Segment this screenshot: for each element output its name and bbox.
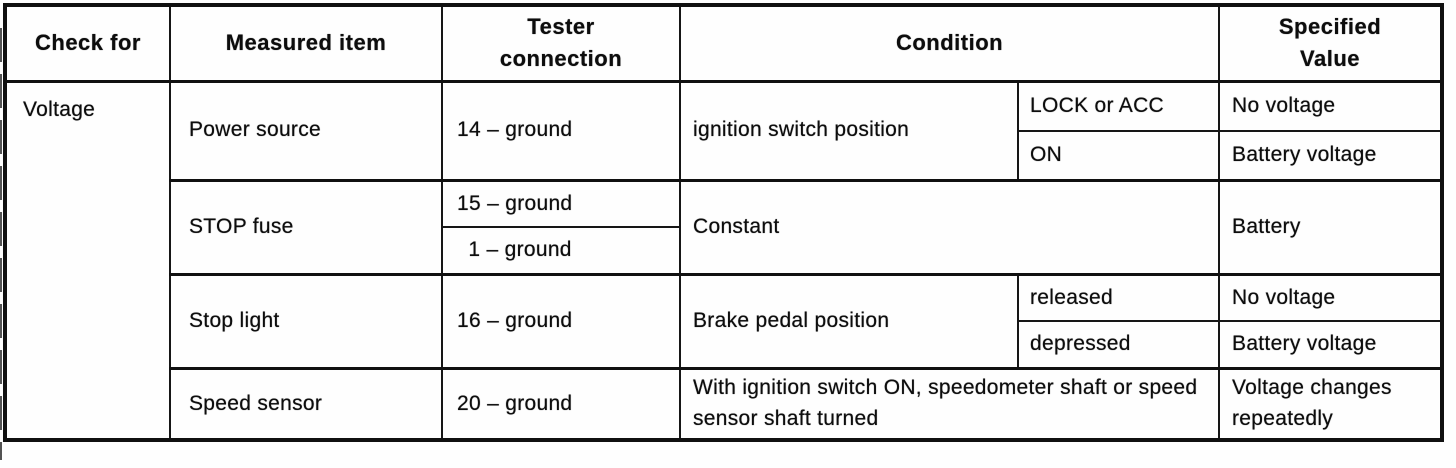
connection-pin: 14 (457, 118, 481, 142)
table-row: Speed sensor 20 – ground With ignition s… (5, 366, 1444, 441)
voltage-check-spec-table: Check for Measured item Tester connectio… (3, 3, 1445, 442)
specified-value-cell: Voltage changes repeatedly (1218, 366, 1444, 441)
table-row: Stop light 16 – ground Brake pedal posit… (5, 272, 1444, 369)
connection-pin: 1 (468, 238, 481, 262)
tester-connection-cell: 20 – ground (441, 366, 681, 441)
scan-artifact-line (0, 28, 2, 460)
specified-value-cell: Battery voltage (1218, 320, 1444, 369)
column-header-measured-item: Measured item (169, 4, 443, 83)
specified-value-cell: Battery voltage (1218, 130, 1444, 181)
column-header-label: Condition (895, 30, 1004, 56)
check-for-cell: Voltage (4, 79, 171, 441)
measured-item-cell: Speed sensor (169, 366, 443, 441)
table-row: 1 – ground (5, 226, 1442, 275)
column-header-label-line2: Value (1300, 46, 1360, 72)
measured-item-cell: Stop light (169, 272, 443, 369)
measured-item-cell: STOP fuse (169, 178, 443, 275)
column-header-tester-connection: Tester connection (441, 4, 681, 83)
column-header-label-line1: Tester (527, 14, 595, 40)
column-header-condition: Condition (678, 4, 1221, 83)
specified-value-cell: Battery (1218, 178, 1444, 275)
condition-state-cell: depressed (1016, 320, 1221, 369)
column-header-check-for: Check for (4, 4, 171, 83)
column-header-label-line1: Specified (1278, 14, 1382, 40)
tester-connection-cell: 16 – ground (441, 272, 681, 369)
condition-cell: With ignition switch ON, speedometer sha… (678, 366, 1221, 441)
column-header-label: Measured item (225, 30, 387, 56)
connection-wire: – ground (486, 238, 572, 262)
condition-state-cell: released (1016, 272, 1221, 322)
column-header-label: Check for (35, 30, 141, 56)
condition-cell: ignition switch position (679, 79, 1019, 181)
connection-pin: 15 (457, 191, 481, 215)
condition-cell: Constant (678, 178, 1221, 275)
connection-wire: – ground (487, 391, 573, 415)
table-row: STOP fuse 15 – ground Constant Battery (5, 178, 1444, 275)
condition-state-cell: ON (1016, 130, 1221, 181)
specified-value-cell: No voltage (1218, 272, 1444, 322)
table-row: depressed Battery voltage (5, 320, 1444, 369)
connection-wire: – ground (487, 308, 573, 332)
connection-pin: 20 (457, 391, 481, 415)
measured-item-cell: Power source (169, 79, 443, 181)
column-header-label-line2: connection (499, 46, 623, 72)
tester-connection-cell: 14 – ground (441, 79, 681, 181)
connection-wire: – ground (487, 118, 573, 142)
connection-pin: 16 (457, 308, 481, 332)
table-row: Voltage Power source 14 – ground ignitio… (4, 79, 1444, 441)
condition-cell: Brake pedal position (679, 272, 1019, 369)
connection-wire: – ground (487, 191, 573, 215)
column-header-specified-value: Specified Value (1218, 4, 1444, 83)
condition-state-cell: LOCK or ACC (1016, 79, 1221, 132)
table-row: ON Battery voltage (5, 130, 1444, 181)
tester-connection-cell: 15 – ground (441, 178, 681, 228)
tester-connection-cell: 1 – ground (441, 226, 681, 275)
table-header-row: Check for Measured item Tester connectio… (4, 4, 1444, 83)
specified-value-cell: No voltage (1218, 79, 1444, 132)
